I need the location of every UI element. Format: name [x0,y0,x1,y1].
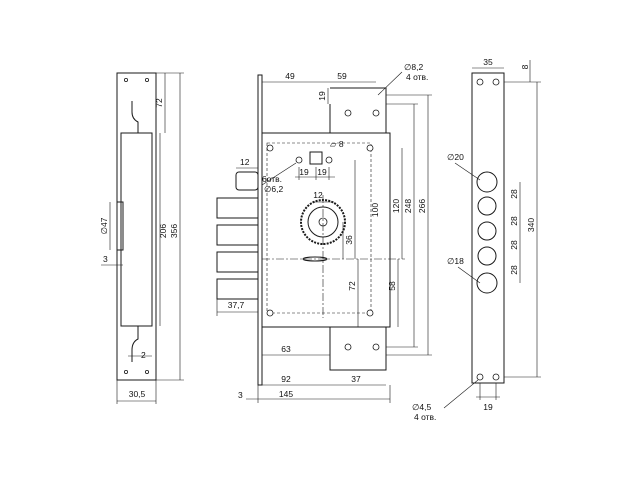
dim-plate-offset: 3 [103,254,108,264]
dim-holes-4: 4 отв. [406,72,428,82]
dim-plate-width: 30,5 [129,389,146,399]
strike-opening-1 [476,171,498,193]
dim-120: 120 [391,199,401,213]
dim-right-19: 19 [483,402,493,412]
bolt-3 [216,251,259,273]
dim-72: 72 [347,281,357,291]
dim-right-d18: ∅18 [447,256,464,266]
dim-92: 92 [281,374,291,384]
tab-hole [372,343,380,351]
dim-right-28a: 28 [509,189,519,199]
strike-opening-5 [476,272,498,294]
faceplate-hole [124,78,129,83]
dim-right-holes4: 4 отв. [414,412,436,422]
dim-top-49: 49 [285,71,295,81]
lock-case [261,132,391,328]
lock-faceplate [257,74,263,386]
dim-right-d45: ∅4,5 [412,402,431,412]
dim-right-35: 35 [483,57,493,67]
dim-right-8: 8 [520,64,530,69]
dim-100: 100 [370,203,380,217]
dim-plate-height: 356 [169,224,179,238]
cylinder-cam [302,256,328,262]
square-spindle [309,151,323,165]
faceplate-slot [120,132,153,327]
dim-hole-62: ∅6,2 [264,184,283,194]
dim-right-28b: 28 [509,216,519,226]
dim-right-340: 340 [526,218,536,232]
case-hole [366,144,374,152]
dim-36: 36 [344,235,354,245]
faceplate-hole [144,78,149,83]
dim-bolt-12: 12 [240,157,250,167]
case-hole [266,309,274,317]
dim-x19a: 19 [299,167,309,177]
strike-opening-2 [477,196,497,216]
dim-248: 248 [403,199,413,213]
tab-hole [372,109,380,117]
dim-slot-dia: ∅47 [99,217,109,234]
faceplate-hole [124,369,129,374]
strike-opening-3 [477,221,497,241]
strike-hole [476,78,484,86]
upper-tab [329,87,387,134]
dim-right-d20: ∅20 [447,152,464,162]
latch [235,171,259,191]
dim-266: 266 [417,199,427,213]
dim-top-59: 59 [337,71,347,81]
faceplate-outline [116,72,157,381]
follower-hole [325,156,333,164]
strike-plate-view: 35 8 ∅20 ∅18 28 28 28 28 340 19 ∅4,5 4 о… [412,57,541,422]
dim-right-28d: 28 [509,265,519,275]
bolt-2 [216,224,259,246]
dim-bolt-377: 37,7 [228,300,245,310]
dim-square-8: ▱ 8 [330,139,344,149]
dim-37: 37 [351,374,361,384]
lock-inner-outline [266,142,372,314]
faceplate-latch-window [117,201,124,251]
dim-offset-3: 3 [238,390,243,400]
lower-tab [329,326,387,371]
follower-hole [295,156,303,164]
strike-hole [492,78,500,86]
dim-top-19: 19 [317,91,327,101]
strike-hole [492,373,500,381]
case-hole [366,309,374,317]
dim-hole-82: ∅8,2 [404,62,423,72]
bolt-4 [216,278,259,300]
case-hole [266,144,274,152]
dim-slot-length: 206 [158,224,168,238]
tab-hole [344,109,352,117]
dim-58: 58 [387,281,397,291]
strike-hole [476,373,484,381]
strike-opening-4 [477,246,497,266]
dim-plate-step: 2 [141,350,146,360]
dim-right-28c: 28 [509,240,519,250]
strike-plate-outline [471,72,505,384]
dim-cylinder-12: 12 [313,190,323,200]
faceplate-hole [144,369,149,374]
faceplate-bottom-bend [131,326,139,362]
dim-x19b: 19 [317,167,327,177]
bolt-1 [216,197,259,219]
dim-63: 63 [281,344,291,354]
dim-holes-6: 6отв. [262,174,282,184]
dim-plate-top: 72 [154,98,164,108]
faceplate-view: 72 206 356 ∅47 3 2 30,5 [99,72,184,404]
faceplate-top-bend [131,101,139,133]
dim-145: 145 [279,389,293,399]
lock-body-view: 49 59 19 ∅8,2 4 отв. 12 6отв. ∅6,2 ▱ 8 1… [216,62,432,403]
tab-hole [344,343,352,351]
